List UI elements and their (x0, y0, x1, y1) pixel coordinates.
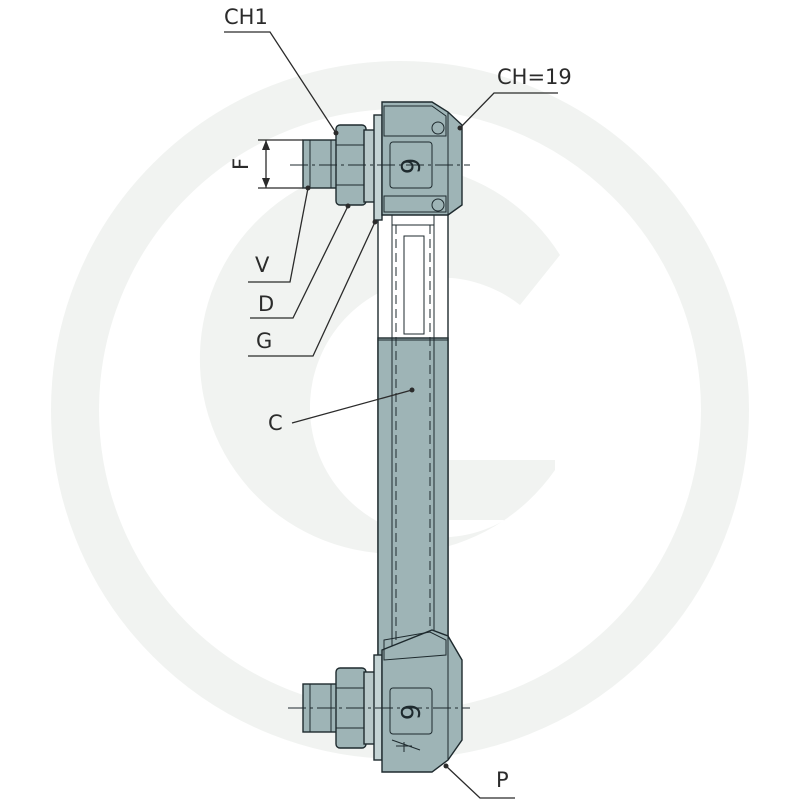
bottom-fitting: 6 (288, 629, 470, 773)
top-fitting: 6 (290, 101, 470, 221)
label-d: D (258, 292, 274, 316)
callouts: CH1 CH=19 V D G C P (224, 5, 572, 799)
label-g: G (256, 329, 272, 353)
bottom-bolt-stamp: 6 (394, 704, 424, 721)
dimension-f: F (229, 139, 303, 189)
label-f: F (229, 158, 253, 170)
sight-tube (377, 209, 449, 661)
label-ch19: CH=19 (497, 65, 572, 89)
label-v: V (255, 253, 270, 277)
label-ch1: CH1 (224, 5, 268, 29)
top-bolt-stamp: 6 (394, 158, 424, 175)
label-p: P (496, 768, 509, 792)
label-c: C (268, 411, 283, 435)
